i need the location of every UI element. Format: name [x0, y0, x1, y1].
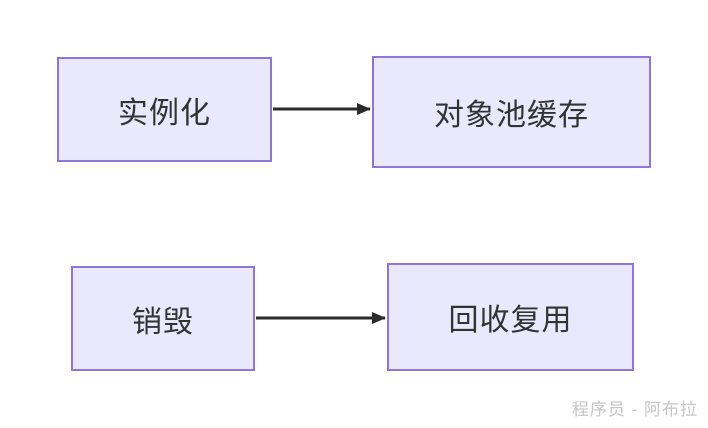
watermark: 程序员 - 阿布拉 [571, 400, 698, 419]
node-recycle-reuse-label: 回收复用 [448, 304, 573, 337]
node-destroy: 销毁 [71, 266, 255, 371]
node-pool-cache-label: 对象池缓存 [434, 99, 589, 132]
node-instantiate-label: 实例化 [118, 96, 211, 130]
node-pool-cache: 对象池缓存 [372, 56, 651, 168]
node-destroy-label: 销毁 [132, 305, 194, 339]
node-recycle-reuse: 回收复用 [387, 263, 634, 371]
node-instantiate: 实例化 [57, 57, 272, 162]
